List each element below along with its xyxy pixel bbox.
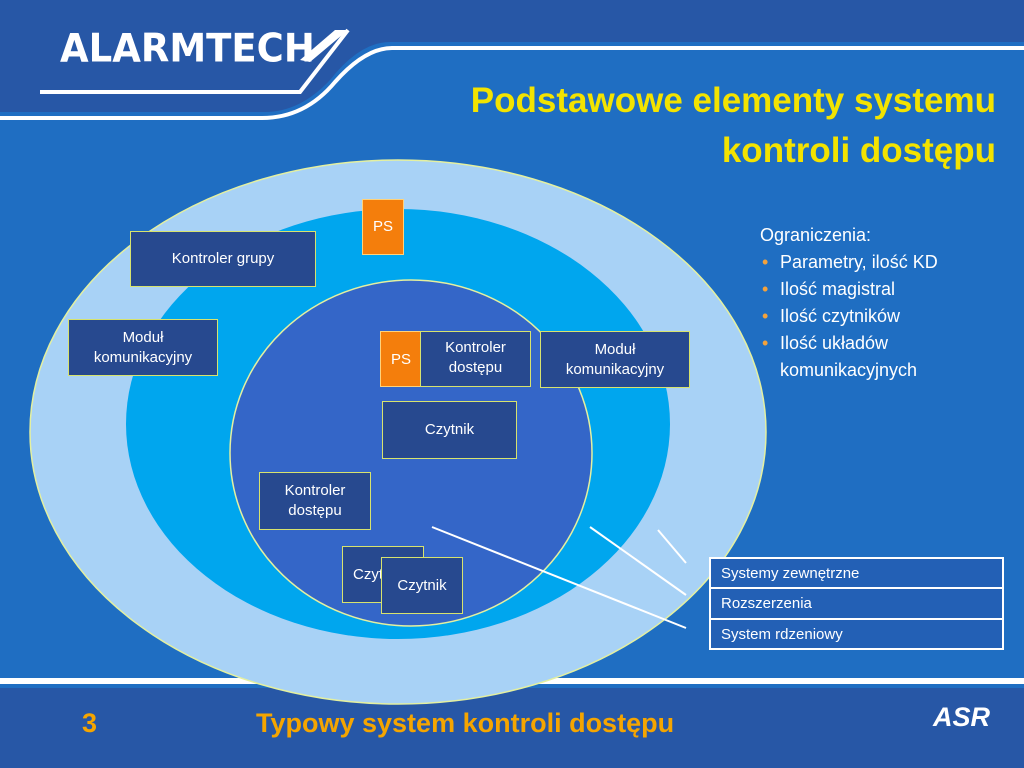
modul-right-l2: komunikacyjny [565, 360, 665, 378]
footer-title: Typowy system kontroli dostępu [256, 708, 675, 738]
legend-systemy-zewnetrzne: Systemy zewnętrzne [709, 557, 1004, 588]
alarmtech-logo: ALARMTECH [60, 25, 315, 72]
kontroler-grupy-box: Kontroler grupy [130, 231, 316, 287]
notes-list: Parametry, ilość KD Ilość magistral Iloś… [760, 249, 1010, 384]
legend-rozszerzenia: Rozszerzenia [709, 588, 1004, 619]
header-curve [0, 46, 1024, 120]
connector-core [431, 526, 687, 629]
modul-right-box: Moduł komunikacyjny [540, 331, 690, 388]
notes-item: Ilość układów komunikacyjnych [760, 330, 1010, 384]
connector-external [657, 529, 687, 564]
header-banner [0, 0, 1024, 112]
page-number: 3 [82, 708, 98, 738]
kontroler-lower-l1: Kontroler [284, 482, 346, 499]
connector-ext [589, 526, 687, 596]
kontroler-center-l1: Kontroler [445, 339, 506, 356]
modul-right-l1: Moduł [594, 340, 636, 358]
title-line1: Podstawowe elementy systemu [470, 81, 996, 120]
modul-left-l1: Moduł [122, 328, 164, 346]
title-line2: kontroli dostępu [721, 131, 996, 170]
logo-swoosh [40, 28, 350, 94]
limitations-notes: Ograniczenia: Parametry, ilość KD Ilość … [760, 222, 1010, 384]
notes-item: Ilość magistral [760, 276, 1010, 303]
layers-legend: Systemy zewnętrzne Rozszerzenia System r… [709, 557, 1004, 650]
page-title: Podstawowe elementy systemu kontroli dos… [356, 76, 996, 176]
ps-top-box: PS [362, 199, 404, 255]
czytnik-center-box: Czytnik [382, 401, 517, 459]
kontroler-center-box: Kontroler dostępu [420, 331, 531, 387]
ps-inner-box: PS [380, 331, 422, 387]
kontroler-lower-l2: dostępu [288, 502, 342, 519]
footer-brand: ASR [933, 702, 991, 732]
notes-item: Ilość czytników [760, 303, 1010, 330]
notes-item: Parametry, ilość KD [760, 249, 1010, 276]
modul-left-l2: komunikacyjny [93, 348, 193, 366]
kontroler-lower-box: Kontroler dostępu [259, 472, 371, 530]
modul-left-box: Moduł komunikacyjny [68, 319, 218, 376]
logo-slash [300, 30, 348, 62]
footer-bar [0, 688, 1024, 768]
legend-system-rdzeniowy: System rdzeniowy [709, 619, 1004, 650]
notes-heading: Ograniczenia: [760, 225, 872, 245]
czytnik-front-box: Czytnik [381, 557, 463, 614]
kontroler-center-l2: dostępu [448, 359, 503, 376]
